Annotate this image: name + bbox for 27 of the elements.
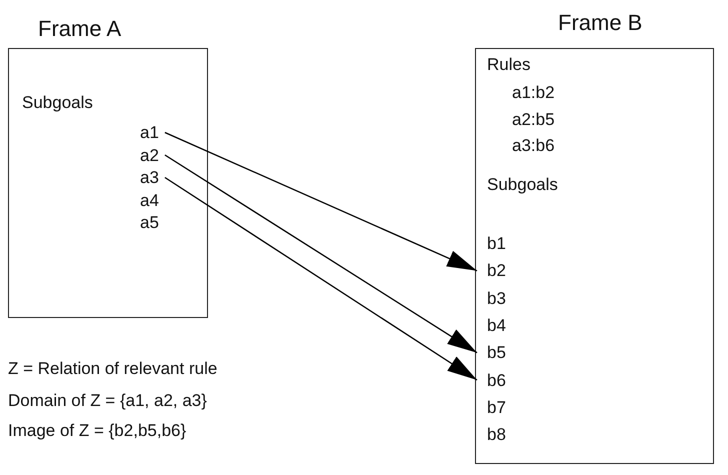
subgoal-text: a3 [134,168,165,187]
subgoal-text: b6 [477,370,516,390]
subgoal-text: b1 [477,234,516,253]
frame-text: Subgoals [22,94,93,111]
frame-text: a1:b2 [512,84,555,101]
subgoal-text: a2 [134,146,165,164]
note-text: Image of Z = {b2,b5,b6} [8,422,186,439]
frame-title: Frame B [558,12,642,34]
frame-text: a2:b5 [512,111,555,128]
frame-text: Subgoals [487,176,558,193]
subgoal-text: a5 [134,213,165,232]
arrow [164,132,478,272]
frame-text: Rules [487,56,530,73]
subgoal-text: b7 [477,398,516,417]
subgoal-text: b8 [477,425,516,444]
subgoal-text: b4 [477,316,516,335]
subgoal-text: b3 [477,288,516,308]
note-text: Domain of Z = {a1, a2, a3} [8,392,207,409]
frame-text: a3:b6 [512,137,555,154]
note-text: Z = Relation of relevant rule [8,360,218,377]
subgoal-text: a4 [134,190,165,210]
arrow [164,176,478,381]
subgoal-text: b2 [477,261,516,280]
frame-title: Frame A [38,18,122,40]
subgoal-text: b5 [477,343,516,362]
subgoal-text: a1 [134,123,165,142]
arrow [164,154,478,354]
